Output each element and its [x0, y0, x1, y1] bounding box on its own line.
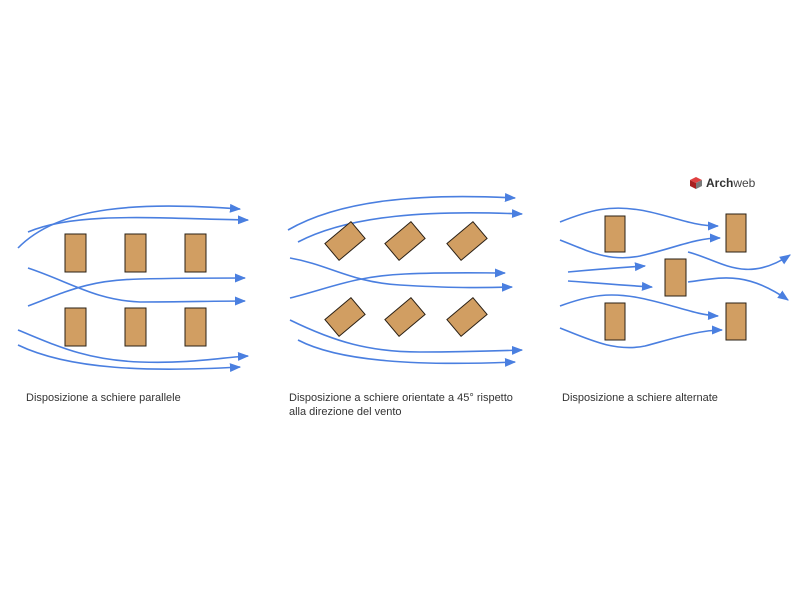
building	[64, 233, 87, 273]
building	[184, 307, 207, 347]
panel-parallel	[17, 203, 250, 373]
building	[64, 307, 87, 347]
flow-line	[17, 329, 250, 364]
flow-line	[687, 277, 789, 301]
flow-line	[567, 262, 647, 273]
cube-logo-icon	[690, 177, 702, 189]
caption-rotated-line2: alla direzione del vento	[289, 406, 402, 418]
flow-line	[559, 233, 722, 259]
building	[324, 296, 366, 338]
flow-line	[27, 273, 247, 307]
building	[124, 307, 147, 347]
archweb-logo: Archweb	[689, 175, 755, 191]
flow-line	[297, 209, 524, 243]
flow-line	[559, 294, 720, 321]
building	[446, 296, 488, 338]
flow-line	[559, 207, 720, 231]
panel-rotated	[287, 192, 524, 367]
flow-line	[559, 325, 724, 349]
buildings-rotated	[324, 220, 488, 338]
building	[124, 233, 147, 273]
flow-line	[17, 344, 242, 373]
flow-line	[17, 203, 242, 249]
buildings-parallel	[64, 233, 207, 347]
building	[184, 233, 207, 273]
flow-line	[27, 215, 250, 233]
caption-rotated-line1: Disposizione a schiere orientate a 45° r…	[289, 392, 513, 404]
building	[446, 220, 488, 262]
building	[725, 302, 747, 341]
building	[384, 296, 426, 338]
flow-line	[27, 267, 247, 306]
building	[604, 215, 626, 253]
flow-line	[289, 319, 524, 355]
logo-brand-bold: Arch	[706, 176, 734, 190]
building	[664, 258, 687, 297]
flow-line	[297, 339, 517, 367]
logo-brand-rest: web	[733, 176, 756, 190]
building	[384, 220, 426, 262]
building	[604, 302, 626, 341]
building	[725, 213, 747, 253]
flow-line	[687, 251, 791, 271]
panel-alternate	[559, 207, 791, 349]
flow-line	[289, 268, 507, 299]
building	[324, 220, 366, 262]
caption-parallel: Disposizione a schiere parallele	[26, 392, 181, 404]
flow-line	[289, 257, 514, 292]
logo-text: Archweb	[706, 176, 755, 190]
buildings-alternate	[604, 213, 747, 341]
flow-line	[287, 192, 517, 231]
caption-alternate: Disposizione a schiere alternate	[562, 392, 718, 404]
flow-line	[567, 280, 654, 291]
